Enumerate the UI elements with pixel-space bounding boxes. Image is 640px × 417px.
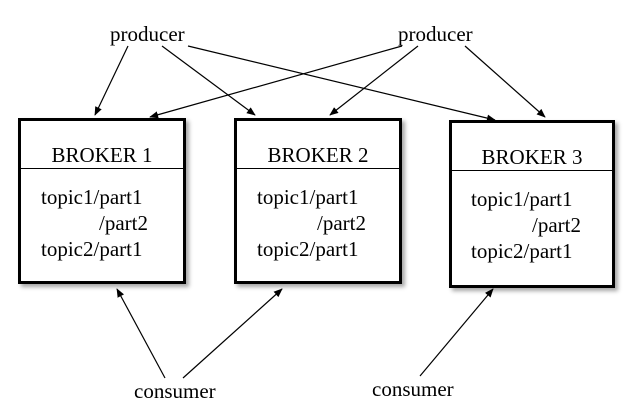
arrow-producer2-broker2 <box>329 45 419 116</box>
broker-1-partition-1: topic1/part1 <box>41 185 143 209</box>
broker-2-partition-3: topic2/part1 <box>257 237 359 261</box>
broker-2-partition-2: /part2 <box>317 211 366 235</box>
broker-1-title: BROKER 1 <box>51 143 153 167</box>
arrow-producer2-broker1 <box>149 45 403 119</box>
broker-3-partition-1: topic1/part1 <box>471 187 573 211</box>
broker-3-title: BROKER 3 <box>481 145 583 169</box>
arrow-producer1-broker1 <box>94 45 129 116</box>
producer-label-1: producer <box>110 22 185 46</box>
broker-1-divider <box>21 168 183 169</box>
broker-2-partition-1: topic1/part1 <box>257 185 359 209</box>
broker-3-partition-2: /part2 <box>532 213 581 237</box>
arrow-producer2-broker3 <box>464 45 546 118</box>
arrow-consumer1-broker1 <box>116 288 166 379</box>
broker-2-box: BROKER 2 topic1/part1 /part2 topic2/part… <box>234 118 402 284</box>
broker-1-box: BROKER 1 topic1/part1 /part2 topic2/part… <box>18 118 186 284</box>
broker-3-partition-3: topic2/part1 <box>471 239 573 263</box>
arrow-consumer2-broker3 <box>419 288 494 377</box>
producer-label-2: producer <box>398 22 473 46</box>
broker-1-partition-3: topic2/part1 <box>41 237 143 261</box>
broker-3-divider <box>452 170 612 171</box>
consumer-label-2: consumer <box>372 377 454 401</box>
broker-3-box: BROKER 3 topic1/part1 /part2 topic2/part… <box>449 120 615 288</box>
arrow-producer1-broker2 <box>161 45 256 116</box>
arrow-consumer1-broker2 <box>182 288 283 379</box>
broker-2-divider <box>237 168 399 169</box>
consumer-label-1: consumer <box>134 379 216 403</box>
arrow-producer1-broker3 <box>187 45 496 122</box>
broker-1-partition-2: /part2 <box>99 211 148 235</box>
broker-2-title: BROKER 2 <box>267 143 369 167</box>
